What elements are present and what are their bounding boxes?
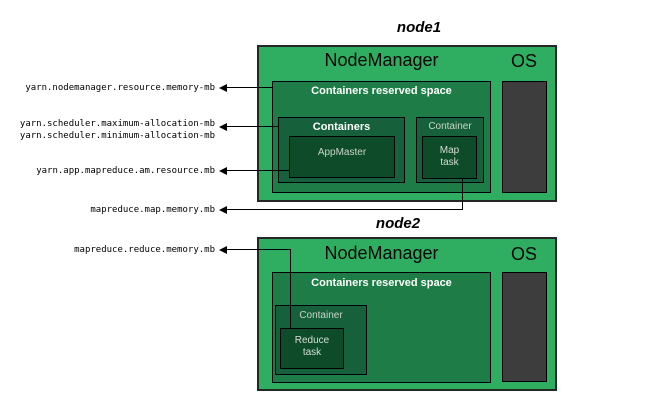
- arrowhead-nodemanager-memory: [219, 83, 227, 92]
- node1-map-task-line2: task: [440, 157, 459, 168]
- line-nodemanager-memory: [227, 87, 272, 88]
- label-mapreduce-reduce-memory-mb: mapreduce.reduce.memory.mb: [74, 245, 215, 255]
- node2-reduce-task-label: Reduce task: [280, 335, 344, 359]
- node2-reduce-task-box: [280, 328, 344, 369]
- node2-title: node2: [375, 215, 421, 232]
- node2-nodemanager-label: NodeManager: [324, 243, 439, 263]
- node1-os-label: OS: [510, 51, 537, 71]
- line-am-resource: [227, 170, 289, 171]
- label-yarn-scheduler-maximum-allocation-mb: yarn.scheduler.maximum-allocation-mb: [19, 119, 215, 129]
- node1-map-task-label: Map task: [422, 145, 477, 169]
- node1-map-task-box: [422, 136, 477, 179]
- node2-os-label: OS: [510, 244, 537, 264]
- node2-container-label: Container: [299, 310, 343, 321]
- line-map-memory-vertical: [462, 179, 463, 210]
- label-yarn-nodemanager-resource-memory-mb: yarn.nodemanager.resource.memory-mb: [25, 83, 215, 93]
- node1-appmaster-box: [289, 136, 395, 178]
- arrowhead-reduce-memory: [219, 245, 227, 254]
- node1-nodemanager-label: NodeManager: [324, 50, 439, 70]
- node2-reduce-task-line2: task: [302, 347, 322, 358]
- node1-containers-reserved-space-label: Containers reserved space: [311, 85, 452, 97]
- node1-appmaster-label: AppMaster: [317, 147, 367, 158]
- label-mapreduce-map-memory-mb: mapreduce.map.memory.mb: [90, 205, 215, 215]
- line-scheduler-allocation: [227, 126, 278, 127]
- node2-containers-reserved-space-label: Containers reserved space: [311, 277, 452, 289]
- line-reduce-memory-horizontal: [227, 249, 291, 250]
- node2-os-memory-rect: [502, 272, 547, 382]
- node1-containers-label: Containers: [312, 121, 371, 133]
- arrowhead-am-resource: [219, 166, 227, 175]
- arrowhead-scheduler-allocation: [219, 122, 227, 131]
- node1-title: node1: [396, 19, 442, 36]
- node1-os-memory-rect: [502, 81, 547, 193]
- line-reduce-memory-vertical: [290, 249, 291, 328]
- label-yarn-app-mapreduce-am-resource-mb: yarn.app.mapreduce.am.resource.mb: [36, 166, 215, 176]
- arrowhead-map-memory: [219, 205, 227, 214]
- node1-container-label: Container: [428, 121, 472, 132]
- node2-reduce-task-line1: Reduce: [294, 335, 330, 346]
- label-yarn-scheduler-minimum-allocation-mb: yarn.scheduler.minimum-allocation-mb: [19, 131, 215, 141]
- line-map-memory-horizontal: [227, 209, 463, 210]
- node1-map-task-line1: Map: [439, 145, 460, 156]
